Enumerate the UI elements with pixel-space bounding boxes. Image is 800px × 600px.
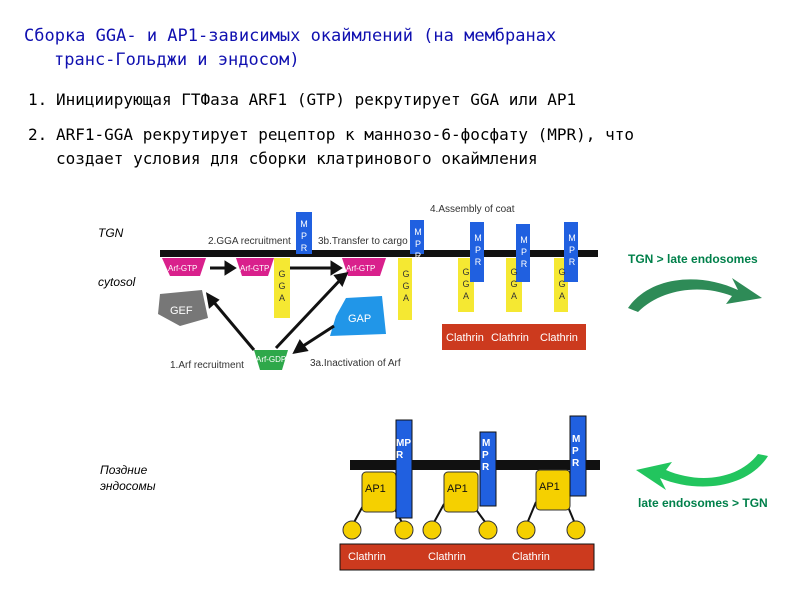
ap1-label-3: AP1 <box>539 481 560 493</box>
clathrin-top-3 <box>534 324 586 350</box>
tgn-membrane <box>160 250 598 257</box>
gap-shape <box>330 296 386 336</box>
clathrin-bottom-label-3: Clathrin <box>512 551 550 563</box>
step-assembly: 4.Assembly of coat <box>430 204 515 215</box>
clathrin-bottom-label-1: Clathrin <box>348 551 386 563</box>
label-late-endosomes: Поздние эндосомы <box>100 463 156 493</box>
slide-title: Сборка GGA- и AP1-зависимых окаймлений (… <box>24 24 724 72</box>
clathrin-top-label-1: Clathrin <box>446 332 484 344</box>
arf-gdp <box>254 350 288 370</box>
curved-arrow-down-icon <box>628 278 762 312</box>
item-1-text: Инициирующая ГТФаза ARF1 (GTP) рекрутиру… <box>56 90 577 109</box>
list-item-2: 2. ARF1-GGA рекрутирует рецептор к манноз… <box>28 123 634 171</box>
item-2-text-2: создает условия для сборки клатринового … <box>56 149 538 168</box>
arf-gtp-3 <box>342 258 386 276</box>
ap1-label-1: AP1 <box>365 483 386 495</box>
arf-gtp-label-2: Arf-GTP <box>240 264 269 273</box>
mpr-bottom-label-2: M P R <box>482 438 491 473</box>
step-arf-recruitment: 1.Arf recruitment <box>170 360 244 371</box>
gap-label: GAP <box>348 313 371 325</box>
top-diagram: 2.GGA recruitment 3b.Transfer to cargo 4… <box>158 204 598 371</box>
endosome-membrane <box>350 460 600 470</box>
arf-gtp-label-1: Arf-GTP <box>168 264 197 273</box>
list-item-1: 1. Инициирующая ГТФаза ARF1 (GTP) рекрути… <box>28 88 576 112</box>
arf-gtp-label-3: Arf-GTP <box>346 264 375 273</box>
arf-gtp-2 <box>236 258 274 276</box>
mpr-bottom-label-3: M P R <box>572 434 581 469</box>
label-late-to-tgn: late endosomes > TGN <box>638 496 768 510</box>
mpr-bottom-label-1: MP R <box>396 438 411 461</box>
clathrin-top-label-2: Clathrin <box>491 332 529 344</box>
label-cytosol: cytosol <box>98 275 136 289</box>
clathrin-bottom-label-2: Clathrin <box>428 551 466 563</box>
title-line-1: Сборка GGA- и AP1-зависимых окаймлений (… <box>24 26 557 46</box>
bottom-diagram: AP1 AP1 AP1 Clathrin Clathrin Clathrin <box>339 415 600 571</box>
label-tgn: TGN <box>98 226 124 240</box>
step-gga-recruitment: 2.GGA recruitment <box>208 236 291 247</box>
ap1-label-2: AP1 <box>447 483 468 495</box>
clathrin-top-label-3: Clathrin <box>540 332 578 344</box>
step-inactivation: 3a.Inactivation of Arf <box>310 358 401 369</box>
gga-mpr-group <box>274 212 578 320</box>
step-transfer-to-cargo: 3b.Transfer to cargo <box>318 236 408 247</box>
gef-label: GEF <box>170 305 193 317</box>
item-2-number: 2. <box>28 125 48 144</box>
item-1-number: 1. <box>28 90 48 109</box>
item-2-text-1: ARF1-GGA рекрутирует рецептор к маннозо-… <box>56 125 634 144</box>
clathrin-top-2 <box>488 324 534 350</box>
label-tgn-to-late: TGN > late endosomes <box>628 252 758 266</box>
arf-gtp-1 <box>162 258 206 276</box>
gef-shape <box>158 290 208 326</box>
arf-gdp-label: Arf-GDP <box>256 355 286 364</box>
curved-arrow-up-icon <box>636 454 768 490</box>
clathrin-top-1 <box>442 324 488 350</box>
title-line-2: транс-Гольджи и эндосом) <box>54 50 300 70</box>
